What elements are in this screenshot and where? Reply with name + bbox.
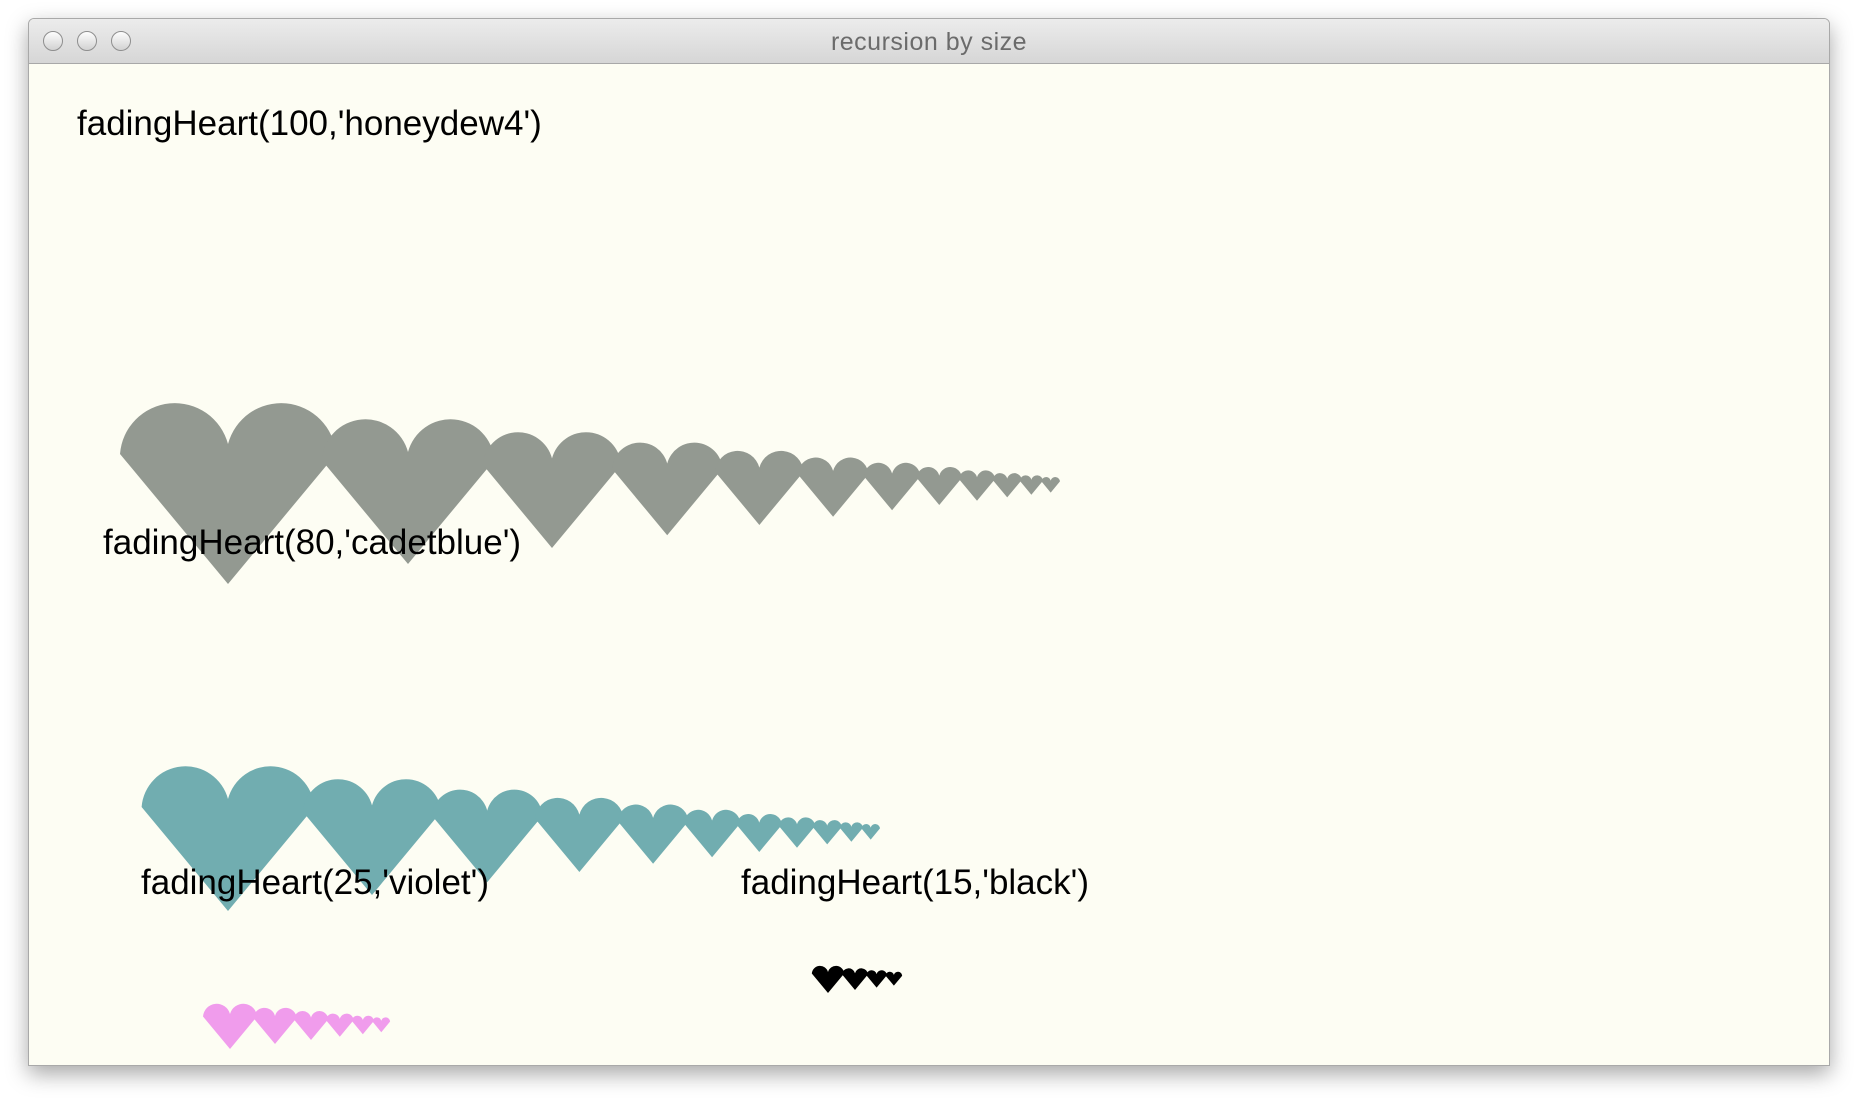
heart-3-3: [885, 971, 903, 986]
heart-1-6: [736, 814, 782, 852]
heart-2-5: [372, 1017, 391, 1033]
close-button[interactable]: [43, 31, 63, 51]
heart-2-2: [293, 1011, 329, 1040]
heart-0-0: [120, 403, 336, 584]
heart-3-1: [842, 968, 868, 990]
heart-3-0: [811, 965, 845, 993]
heart-0-6: [863, 462, 921, 511]
zoom-icon: [111, 31, 131, 51]
zoom-button[interactable]: [111, 31, 131, 51]
heart-0-9: [992, 473, 1022, 498]
heart-0-10: [1019, 475, 1043, 495]
hearts-drawing: [120, 403, 1060, 1049]
heart-3-2: [866, 970, 887, 988]
heart-2-3: [325, 1013, 354, 1037]
heart-1-3: [535, 797, 624, 872]
heart-0-5: [797, 457, 869, 517]
close-icon: [43, 31, 63, 51]
heart-2-0: [203, 1003, 257, 1049]
minimize-icon: [77, 31, 97, 51]
app-window: recursion by size fadingHeart(100,'honey…: [28, 18, 1830, 1066]
heart-0-11: [1041, 477, 1060, 493]
heart-1-10: [861, 824, 880, 840]
heart-0-1: [321, 419, 495, 564]
drawing-canvas: fadingHeart(100,'honeydew4') fadingHeart…: [29, 64, 1829, 1065]
heart-0-4: [715, 450, 804, 525]
label-violet: fadingHeart(25,'violet'): [141, 863, 489, 902]
label-honeydew4: fadingHeart(100,'honeydew4'): [77, 104, 542, 143]
heart-2-1: [253, 1007, 297, 1044]
heart-2-4: [351, 1015, 374, 1035]
heart-0-8: [958, 470, 996, 501]
heart-1-9: [839, 822, 863, 842]
heart-1-4: [617, 804, 689, 864]
label-cadetblue: fadingHeart(80,'cadetblue'): [103, 523, 522, 562]
heart-0-2: [482, 432, 622, 548]
heart-1-8: [812, 820, 842, 845]
heart-0-7: [916, 467, 962, 505]
heart-1-7: [778, 817, 816, 848]
label-black: fadingHeart(15,'black'): [741, 863, 1089, 902]
title-bar[interactable]: recursion by size: [29, 19, 1829, 64]
heart-1-5: [683, 809, 741, 858]
minimize-button[interactable]: [77, 31, 97, 51]
heart-1-0: [141, 766, 315, 911]
heart-0-3: [611, 442, 723, 536]
window-title: recursion by size: [830, 28, 1028, 56]
heart-1-2: [431, 789, 543, 883]
heart-1-1: [302, 779, 442, 895]
